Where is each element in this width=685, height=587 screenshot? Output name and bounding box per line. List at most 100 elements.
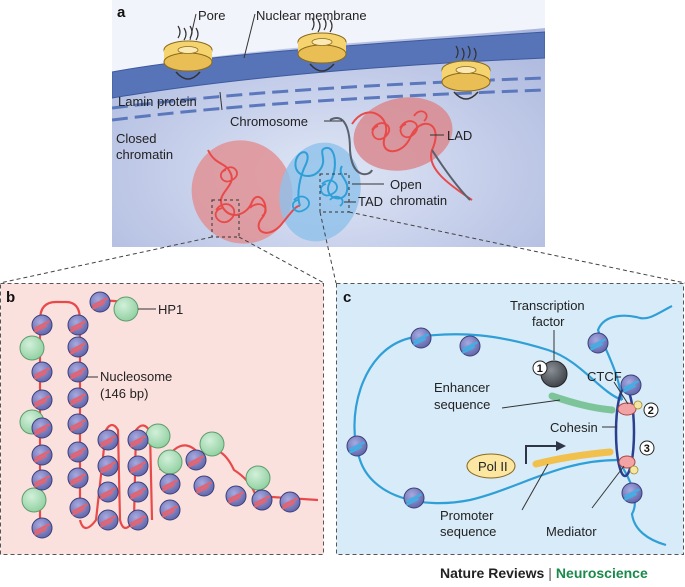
- leader-mediator: [591, 465, 625, 509]
- promoter-sequence: [532, 448, 614, 468]
- nucleosome: [185, 449, 207, 471]
- nucleosome: [31, 389, 53, 411]
- hp1-protein: [19, 335, 45, 361]
- ctcf-label: CTCF: [587, 369, 622, 384]
- lamin-protein-label: Lamin protein: [118, 94, 197, 109]
- nucleosome: [31, 417, 53, 439]
- nucleosome: [251, 489, 273, 511]
- nucleosome: [410, 327, 432, 349]
- nucleosome: [127, 481, 149, 503]
- nuclear-pore: [297, 17, 347, 72]
- cohesin-label: Cohesin: [550, 420, 598, 435]
- ctcf-protein-small: [633, 400, 643, 410]
- nucleosome: [67, 336, 89, 358]
- open-chromatin-label-line1: Open: [390, 177, 422, 192]
- step-number-3: 3: [644, 443, 650, 455]
- hp1-protein: [245, 465, 271, 491]
- lad-loops: [371, 110, 428, 141]
- promoter-label-line2: sequence: [440, 524, 496, 539]
- nucleosome: [97, 481, 119, 503]
- nucleosome: [346, 435, 368, 457]
- hp1-protein: [113, 296, 139, 322]
- nucleosome: [159, 473, 181, 495]
- transcription-factor-label-line1: Transcription: [510, 298, 585, 313]
- step-marker-3: [639, 440, 655, 456]
- nucleosome: [31, 444, 53, 466]
- leader-ctcf: [613, 381, 629, 405]
- nucleosome: [127, 429, 149, 451]
- nucleosome: [159, 499, 181, 521]
- leader-promoter: [521, 463, 549, 511]
- nuclear-membrane-band: [112, 31, 545, 99]
- nucleosome-label-line2: (146 bp): [100, 386, 148, 401]
- nucleosome: [97, 509, 119, 531]
- nucleosome-group: [31, 291, 301, 539]
- journal-subject: Neuroscience: [555, 565, 648, 581]
- pol-ii: [466, 453, 516, 479]
- nucleosome: [459, 335, 481, 357]
- pol-ii-label: Pol II: [478, 459, 508, 474]
- nucleosome-group: [346, 327, 643, 509]
- nucleosome: [621, 482, 643, 504]
- journal-name: Nature Reviews: [440, 565, 545, 581]
- nucleosome: [67, 361, 89, 383]
- nucleosome: [31, 517, 53, 539]
- tad-label: TAD: [358, 194, 383, 209]
- enhancer-sequence: [548, 392, 616, 414]
- nucleosome: [69, 497, 91, 519]
- nucleosome: [620, 374, 642, 396]
- open-chromatin-label-line2: chromatin: [390, 193, 447, 208]
- closed-chromatin-loops: [214, 166, 267, 223]
- nucleosome: [127, 455, 149, 477]
- nucleosome: [67, 413, 89, 435]
- dna-loop: [353, 333, 623, 505]
- nucleosome: [67, 467, 89, 489]
- enhancer-label-line2: sequence: [434, 397, 490, 412]
- lamina-line-2: [112, 88, 545, 122]
- nucleosome: [31, 314, 53, 336]
- nucleosome: [97, 455, 119, 477]
- step-number-2: 2: [648, 405, 654, 417]
- enhancer-label-line1: Enhancer: [434, 380, 490, 395]
- dna-lower-tail: [617, 459, 667, 547]
- open-chromatin-strand: [294, 147, 349, 207]
- closed-chromatin-label-line2: chromatin: [116, 147, 173, 162]
- nucleosome: [127, 509, 149, 531]
- transcription-arrow-head: [556, 441, 566, 451]
- hp1-protein: [21, 487, 47, 513]
- leader-membrane: [243, 13, 256, 59]
- hp1-protein: [157, 449, 183, 475]
- panel-b: b HP1 Nucleosome (146 bp): [0, 283, 324, 555]
- nucleosome: [67, 387, 89, 409]
- leader-pore: [189, 13, 197, 41]
- zoom-connector: [0, 236, 213, 284]
- nucleosome: [279, 491, 301, 513]
- chromosome-strand: [329, 117, 373, 176]
- panel-letter-b: b: [6, 289, 15, 306]
- pore-label: Pore: [198, 8, 225, 23]
- nucleosome: [225, 485, 247, 507]
- mediator-label: Mediator: [546, 524, 597, 539]
- nucleosome: [31, 361, 53, 383]
- step-marker-1: [532, 360, 548, 376]
- step-marker-2: [643, 402, 659, 418]
- panel-c: c Pol II 1 2: [336, 283, 684, 555]
- hp1-protein: [145, 423, 171, 449]
- lad-tail-strand: [431, 149, 471, 201]
- transcription-arrow: [525, 445, 558, 464]
- nucleosome: [67, 314, 89, 336]
- open-chromatin-zoom-box: [319, 173, 350, 213]
- nucleosome: [89, 291, 111, 313]
- promoter-label-line1: Promoter: [440, 508, 494, 523]
- zoom-connector: [319, 211, 337, 284]
- nucleosome: [97, 429, 119, 451]
- panel-letter-c: c: [343, 289, 351, 306]
- chromosome-label: Chromosome: [230, 114, 308, 129]
- nucleosome-label-line1: Nucleosome: [100, 369, 172, 384]
- hp1-protein: [199, 431, 225, 457]
- panel-a: a Pore Nuclear membrane Lamin protein Ch…: [112, 0, 545, 247]
- closed-chromatin-strand: [207, 149, 301, 234]
- hp1-label: HP1: [158, 302, 183, 317]
- nuclear-membrane-label: Nuclear membrane: [256, 8, 367, 23]
- nucleosome: [193, 475, 215, 497]
